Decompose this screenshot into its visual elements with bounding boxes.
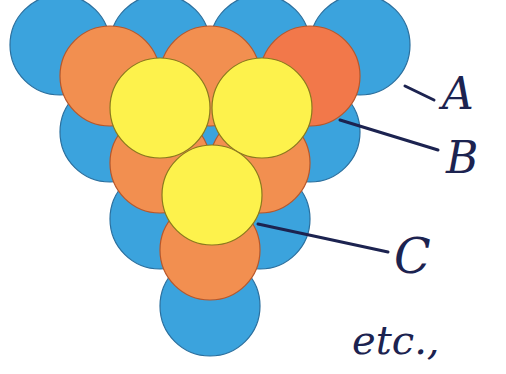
layer-c <box>110 58 312 245</box>
layer-label: A <box>442 72 474 116</box>
layer-label: B <box>446 136 478 180</box>
layer-b <box>60 26 360 300</box>
layer-label: C <box>394 232 431 280</box>
leader-line <box>258 224 388 252</box>
layer-c-sphere <box>212 58 312 158</box>
leader-line <box>340 120 438 150</box>
leader-line <box>405 86 434 100</box>
layer-c-sphere <box>162 145 262 245</box>
layer-c-sphere <box>110 58 210 158</box>
layer-a <box>10 0 410 356</box>
leader-lines <box>258 86 438 252</box>
layer-label: etc., <box>352 320 440 360</box>
